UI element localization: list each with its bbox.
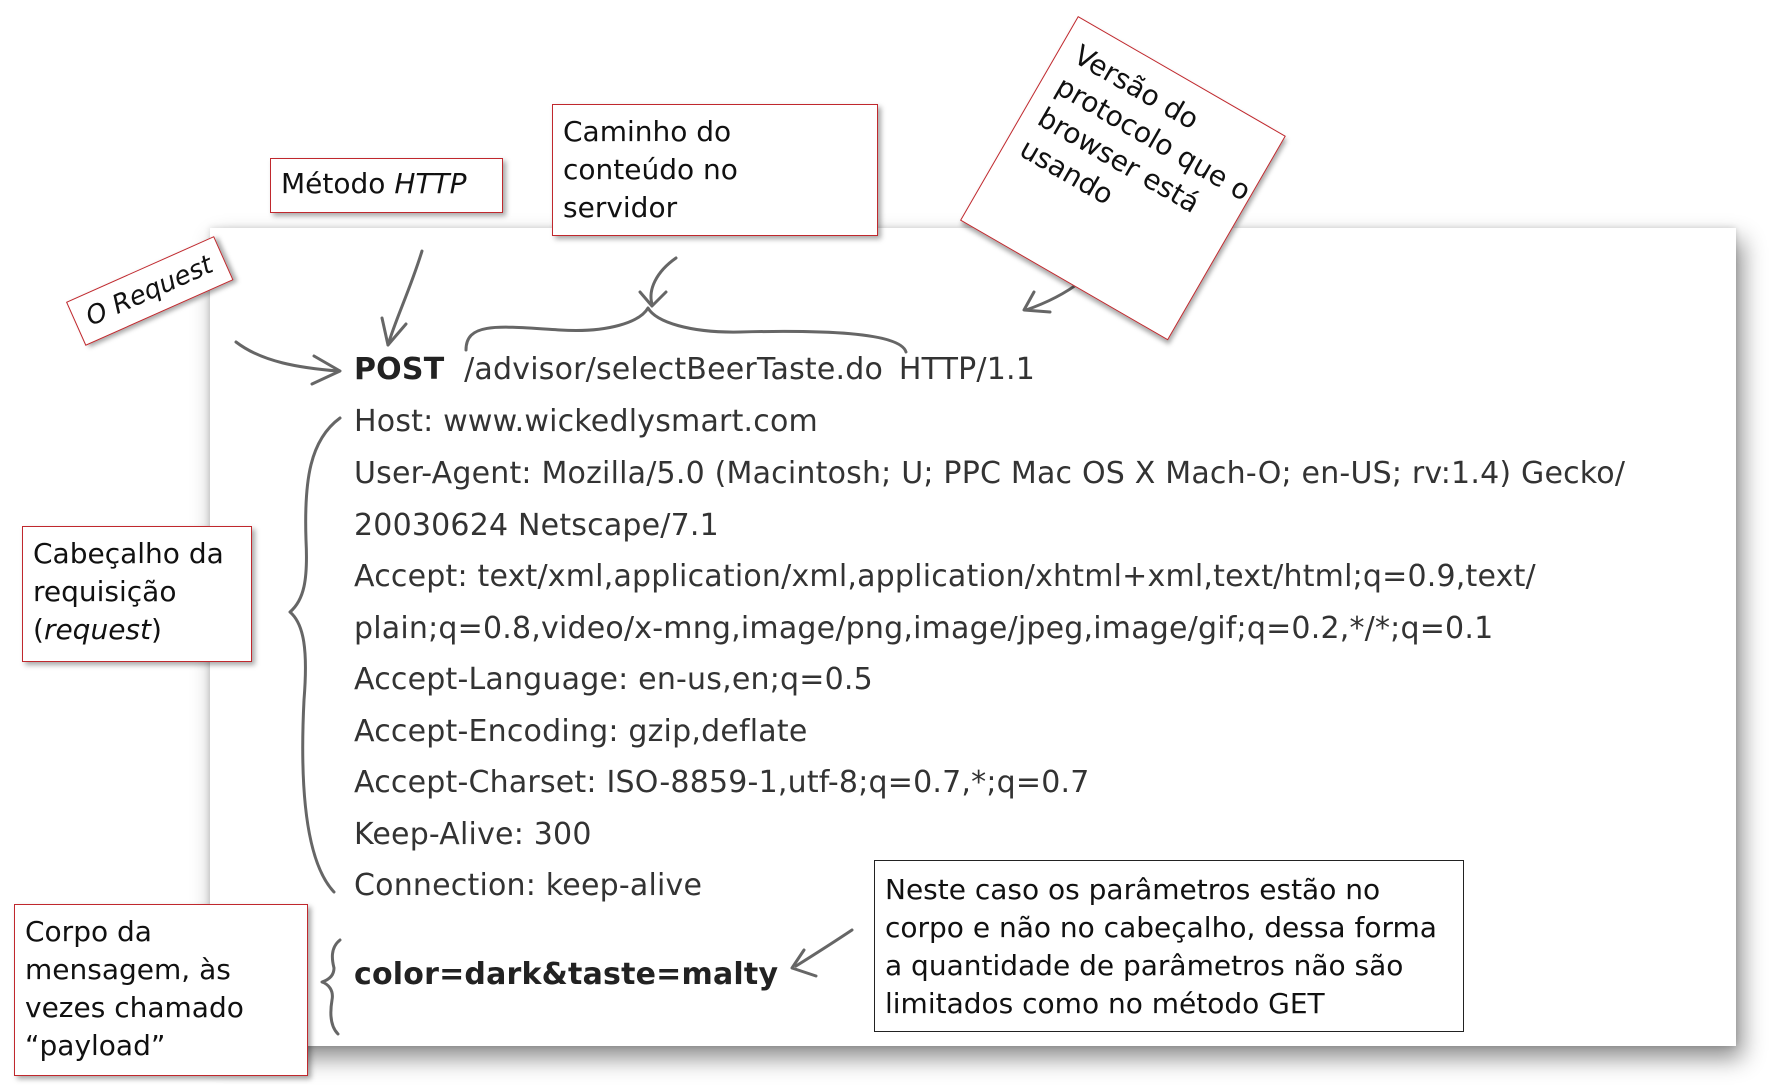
body-params: color=dark&taste=malty xyxy=(354,957,779,992)
method-note-text: Método xyxy=(281,167,386,200)
http-method: POST xyxy=(354,352,445,387)
body-note-line: “payload” xyxy=(25,1029,166,1062)
header-line: Host: www.wickedlysmart.com xyxy=(354,404,818,439)
header-line: Connection: keep-alive xyxy=(354,868,703,903)
request-body: color=dark&taste=malty xyxy=(354,957,778,993)
path-note: Caminho do conteúdo no servidor xyxy=(552,104,878,236)
path-note-line: conteúdo no xyxy=(563,153,738,186)
body-note-line: mensagem, às xyxy=(25,953,231,986)
body-note-line: vezes chamado xyxy=(25,991,244,1024)
header-line: 20030624 Netscape/7.1 xyxy=(354,508,719,543)
header-note-line: requisição xyxy=(33,575,177,608)
header-line: Keep-Alive: 300 xyxy=(354,817,592,852)
header-note-paren: ) xyxy=(151,613,162,646)
method-note-em: HTTP xyxy=(394,167,467,200)
request-note: O Request xyxy=(66,236,234,346)
params-callout-line: limitados como no método GET xyxy=(885,987,1325,1020)
header-line: Accept-Charset: ISO-8859-1,utf-8;q=0.7,*… xyxy=(354,765,1090,800)
body-note-line: Corpo da xyxy=(25,915,152,948)
body-note: Corpo da mensagem, às vezes chamado “pay… xyxy=(14,904,308,1076)
request-note-text: O Request xyxy=(81,249,218,333)
header-note: Cabeçalho da requisição (request) xyxy=(22,526,252,662)
header-note-line: Cabeçalho da xyxy=(33,537,224,570)
header-note-paren: ( xyxy=(33,613,44,646)
method-note: Método HTTP xyxy=(270,158,503,213)
params-callout-line: corpo e não no cabeçalho, dessa forma xyxy=(885,911,1437,944)
header-note-em: request xyxy=(43,613,151,646)
header-line: plain;q=0.8,video/x-mng,image/png,image/… xyxy=(354,611,1494,646)
header-line: User-Agent: Mozilla/5.0 (Macintosh; U; P… xyxy=(354,456,1626,491)
params-callout: Neste caso os parâmetros estão no corpo … xyxy=(874,860,1464,1032)
path-note-line: Caminho do xyxy=(563,115,732,148)
header-line: Accept: text/xml,application/xml,applica… xyxy=(354,559,1536,594)
protocol-version: HTTP/1.1 xyxy=(898,352,1036,387)
request-path: /advisor/selectBeerTaste.do xyxy=(464,352,884,387)
params-callout-line: Neste caso os parâmetros estão no xyxy=(885,873,1381,906)
request-line: POST /advisor/selectBeerTaste.do HTTP/1.… xyxy=(354,352,1035,388)
header-line: Accept-Language: en-us,en;q=0.5 xyxy=(354,662,873,697)
params-callout-line: a quantidade de parâmetros não são xyxy=(885,949,1404,982)
header-line: Accept-Encoding: gzip,deflate xyxy=(354,714,808,749)
path-note-line: servidor xyxy=(563,191,678,224)
